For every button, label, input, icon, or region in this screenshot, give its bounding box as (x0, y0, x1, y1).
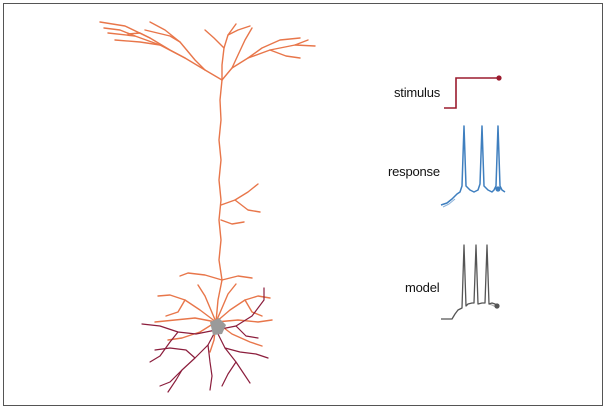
model-trace (441, 244, 500, 320)
response-label: response (388, 164, 440, 179)
figure-frame (3, 3, 603, 406)
dendritic-arbor (99, 21, 316, 353)
stimulus-trace (444, 75, 502, 109)
axon-arbor (141, 287, 269, 393)
stimulus-label: stimulus (394, 85, 441, 100)
response-trace (440, 125, 506, 208)
model-label: model (405, 280, 440, 295)
soma (210, 318, 226, 335)
